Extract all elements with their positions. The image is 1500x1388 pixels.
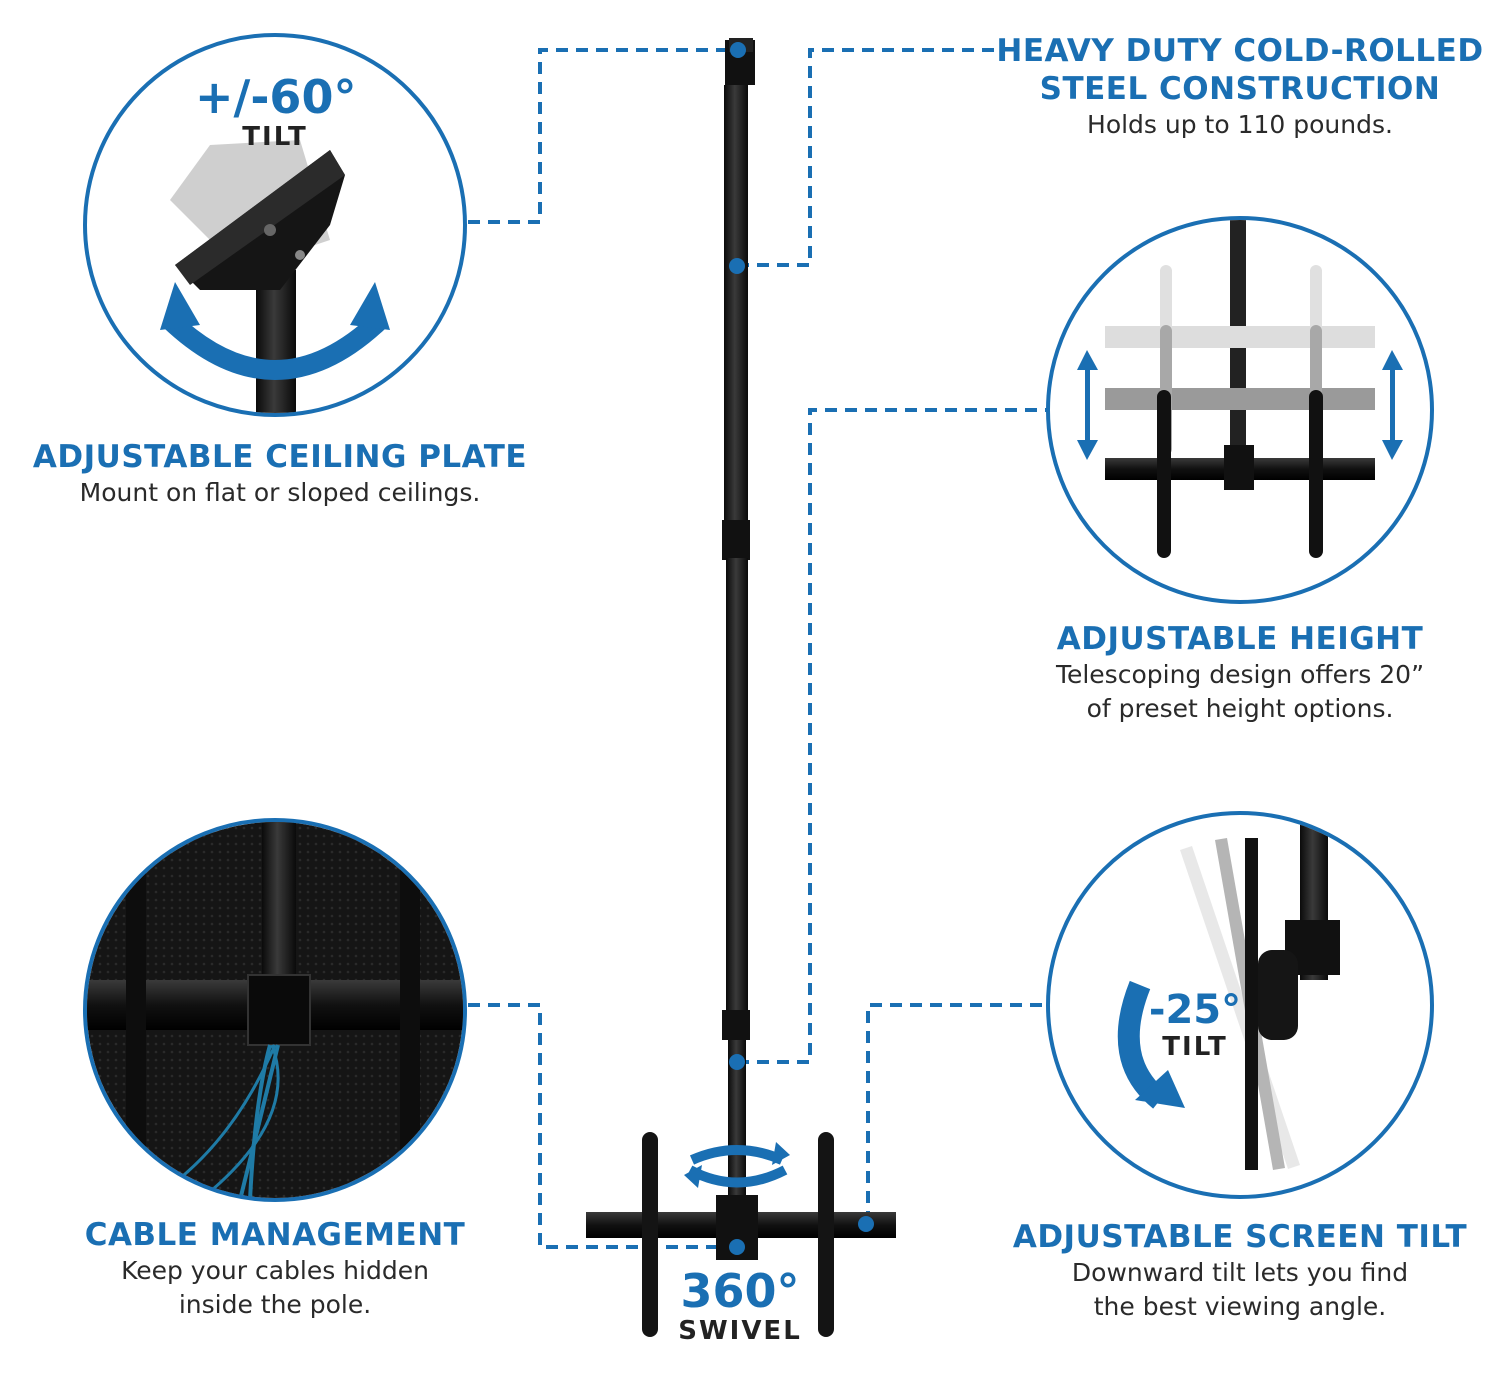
screen-tilt-line-2: the best viewing angle.: [1093, 1292, 1387, 1321]
leader-steel: [737, 48, 1000, 267]
feature-steel: HEAVY DUTY COLD-ROLLED STEEL CONSTRUCTIO…: [985, 32, 1495, 142]
swivel-value: 360°: [680, 1264, 800, 1318]
screen-tilt-value: -25°: [1148, 987, 1242, 1033]
screen-tilt-label: TILT: [1162, 1032, 1228, 1062]
dot-height: [729, 1054, 745, 1070]
swivel-badge: 360° SWIVEL: [660, 1266, 820, 1346]
height-line-2: of preset height options.: [1086, 694, 1394, 723]
circle-height: [1046, 216, 1434, 604]
screen-tilt-illustration: [1117, 820, 1340, 1170]
cable-line-2: inside the pole.: [178, 1290, 372, 1319]
screen-tilt-badge: -25° TILT: [1140, 988, 1250, 1062]
circle-frames: [83, 33, 1434, 1202]
screen-tilt-title: ADJUSTABLE SCREEN TILT: [1012, 1219, 1468, 1255]
circle-ceiling-plate: [83, 33, 467, 417]
dot-cable: [729, 1239, 745, 1255]
feature-screen-tilt: ADJUSTABLE SCREEN TILT Downward tilt let…: [990, 1218, 1490, 1324]
dot-steel: [729, 258, 745, 274]
dot-screen-tilt: [858, 1216, 874, 1232]
steel-title-line-1: HEAVY DUTY COLD-ROLLED: [996, 33, 1484, 69]
ceiling-plate-illustration: [160, 140, 390, 413]
screen-tilt-line-1: Downward tilt lets you find: [1071, 1258, 1409, 1287]
ceiling-tilt-value: +/-60°: [195, 70, 357, 124]
feature-ceiling-plate: ADJUSTABLE CEILING PLATE Mount on flat o…: [20, 438, 540, 510]
adjustable-height-illustration: [1077, 220, 1403, 558]
leader-lines: [468, 48, 1048, 1249]
ceiling-plate-line-1: Mount on flat or sloped ceilings.: [79, 478, 481, 507]
cable-line-1: Keep your cables hidden: [121, 1256, 429, 1285]
leader-screen-tilt: [866, 1003, 1048, 1223]
cable-management-illustration: [87, 822, 463, 1198]
ceiling-mount-product: [586, 38, 896, 1337]
leader-ceiling-plate: [468, 48, 728, 224]
ceiling-tilt-badge: +/-60° TILT: [195, 70, 357, 152]
leader-dots: [729, 42, 874, 1255]
height-line-1: Telescoping design offers 20”: [1055, 660, 1425, 689]
steel-line-1: Holds up to 110 pounds.: [1087, 110, 1393, 139]
feature-height: ADJUSTABLE HEIGHT Telescoping design off…: [990, 620, 1490, 726]
leader-height: [737, 408, 1048, 1064]
ceiling-tilt-label: TILT: [242, 122, 308, 152]
dot-ceiling: [730, 42, 746, 58]
leader-cable: [468, 1003, 735, 1249]
swivel-label: SWIVEL: [678, 1316, 802, 1346]
cable-title: CABLE MANAGEMENT: [84, 1217, 466, 1253]
height-title: ADJUSTABLE HEIGHT: [1056, 621, 1424, 657]
feature-cable: CABLE MANAGEMENT Keep your cables hidden…: [20, 1216, 530, 1322]
ceiling-plate-title: ADJUSTABLE CEILING PLATE: [32, 439, 528, 475]
steel-title-line-2: STEEL CONSTRUCTION: [1039, 71, 1441, 107]
circle-cable: [83, 818, 467, 1202]
circle-screen-tilt: [1046, 811, 1434, 1199]
